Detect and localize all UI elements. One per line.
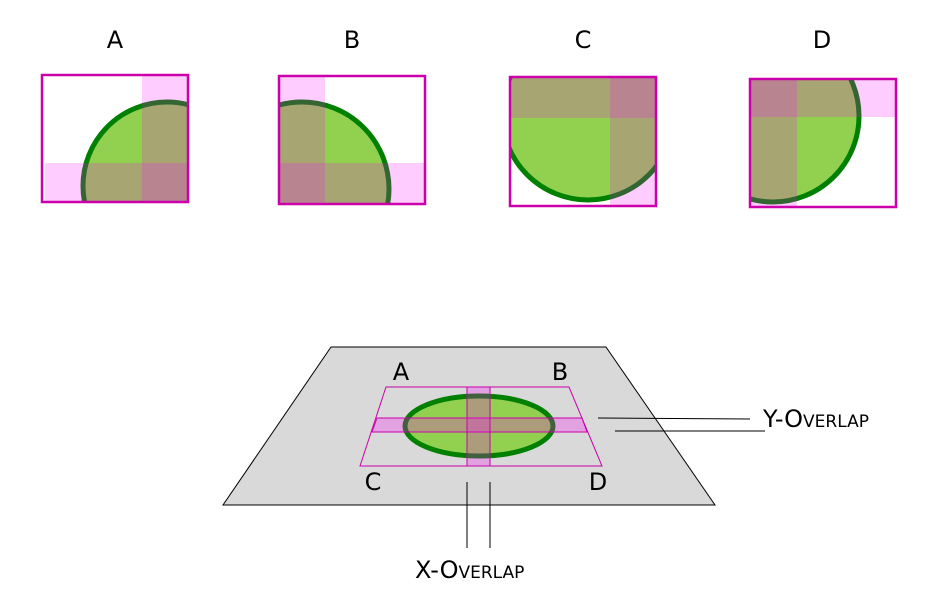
circle — [750, 79, 862, 205]
panel-label: C — [575, 26, 592, 54]
perspective-plane: A B C D Y-Overlap X-Overlap — [222, 346, 869, 584]
panel-label: A — [107, 26, 124, 54]
frame — [40, 73, 190, 204]
circle — [510, 77, 656, 203]
panel-a: A — [40, 26, 190, 204]
panel-label: B — [344, 26, 360, 54]
frame — [508, 75, 658, 208]
frame — [277, 74, 427, 206]
panel-c: C — [508, 26, 658, 208]
ellipse-circle — [402, 393, 556, 459]
corner-label-d: D — [589, 468, 607, 496]
panel-label: D — [813, 26, 831, 54]
corner-label-a: A — [393, 358, 410, 386]
x-overlap-strip — [279, 76, 325, 204]
y-overlap-strip — [279, 163, 425, 204]
y-overlap-strip — [45, 163, 188, 202]
y-overlap-label: Y-Overlap — [762, 405, 869, 433]
y-leader-line — [597, 417, 751, 420]
corner-label-c: C — [365, 468, 382, 496]
corner-label-b: B — [552, 358, 568, 386]
projected-frame — [359, 386, 603, 467]
y-overlap-strip — [510, 77, 656, 118]
x-overlap-band — [466, 386, 491, 467]
y-overlap-strip — [750, 79, 896, 117]
circle — [80, 99, 188, 202]
circle — [279, 99, 392, 204]
x-overlap-strip — [142, 75, 188, 202]
panel-b: B — [277, 26, 427, 206]
y-overlap-band — [371, 417, 588, 433]
panel-d: D — [748, 26, 898, 209]
x-overlap-strip — [610, 77, 656, 206]
frame — [748, 77, 898, 209]
x-overlap-strip — [750, 79, 797, 207]
x-overlap-label: X-Overlap — [415, 556, 524, 584]
